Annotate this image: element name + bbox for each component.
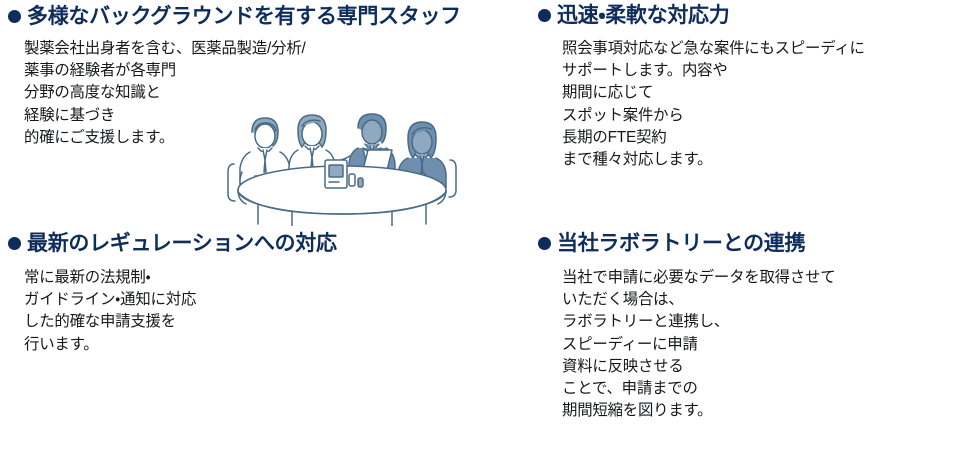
feature-section-fast-flexible-response: 迅速・柔軟な対応力 照会事項対応など急な案件にもスピーディに サポートします。内… xyxy=(480,0,960,225)
section-heading-text: 多様なバックグラウンドを有する専門スタッフ xyxy=(27,5,461,28)
section-heading-text: 迅速・柔軟な対応力 xyxy=(557,4,730,27)
section-heading-text: 当社ラボラトリーとの連携 xyxy=(557,232,806,255)
four-professionals-round-table-meeting-illustration xyxy=(222,86,462,226)
section-heading: 当社ラボラトリーとの連携 xyxy=(538,232,806,255)
section-body-text: 当社で申請に必要なデータを取得させて いただく場合は、 ラボラトリーと連携し、 … xyxy=(562,269,836,420)
filled-circle-bullet-icon xyxy=(8,10,21,23)
feature-section-latest-regulation-support: 最新のレギュレーションへの対応 常に最新の法規制・ ガイドライン・通知に対応 し… xyxy=(0,225,480,450)
section-heading: 最新のレギュレーションへの対応 xyxy=(8,233,337,254)
filled-circle-bullet-icon xyxy=(538,9,551,22)
filled-circle-bullet-icon xyxy=(538,237,551,250)
section-body-text: 照会事項対応など急な案件にもスピーディに サポートします。内容や 期間に応じて … xyxy=(562,40,865,169)
section-heading: 多様なバックグラウンドを有する専門スタッフ xyxy=(8,6,461,27)
feature-section-diverse-background-staff: 多様なバックグラウンドを有する専門スタッフ 製薬会社出身者を含む、医薬品製造/分… xyxy=(0,0,480,226)
section-body-text: 製薬会社出身者を含む、医薬品製造/分析/ 薬事の経験者が各専門 分野の高度な知識… xyxy=(24,40,306,146)
feature-section-laboratory-collaboration: 当社ラボラトリーとの連携 当社で申請に必要なデータを取得させて いただく場合は、… xyxy=(480,225,960,450)
section-heading: 迅速・柔軟な対応力 xyxy=(538,4,730,27)
section-body-text: 常に最新の法規制・ ガイドライン・通知に対応 した的確な申請支援を 行います。 xyxy=(24,269,197,353)
section-heading-text: 最新のレギュレーションへの対応 xyxy=(27,232,337,255)
filled-circle-bullet-icon xyxy=(8,237,21,250)
